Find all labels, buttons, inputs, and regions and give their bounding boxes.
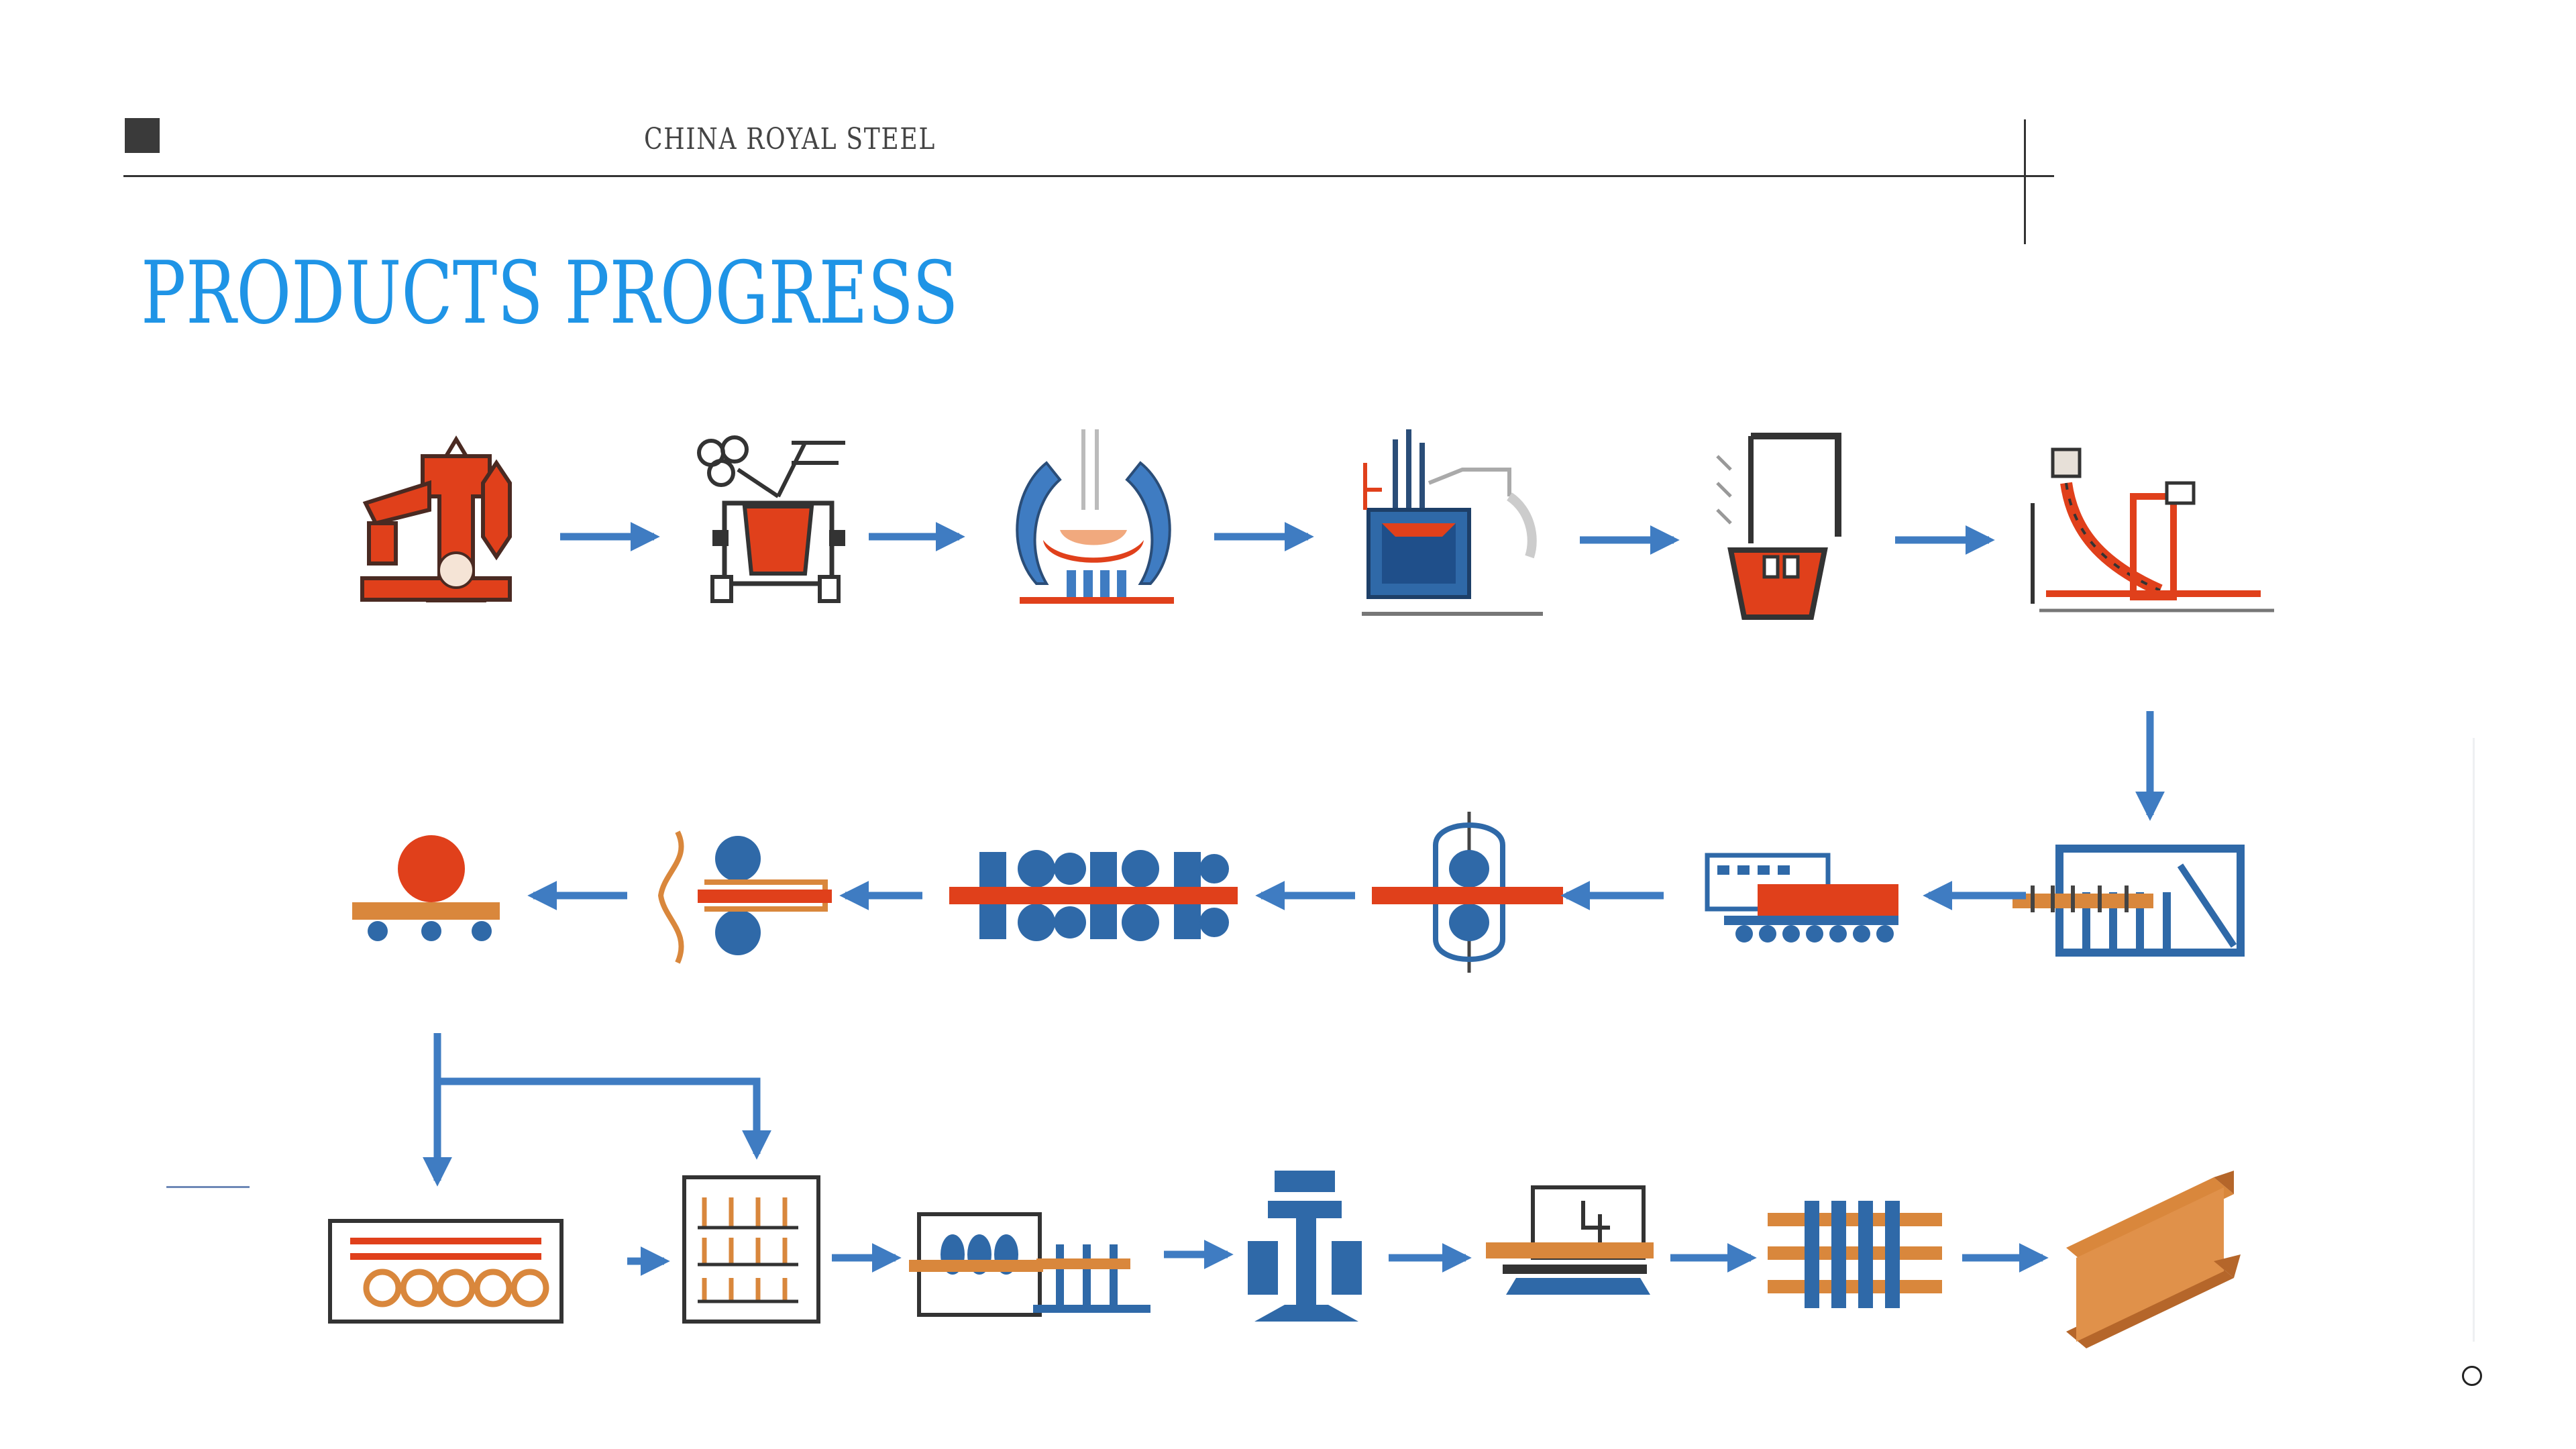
reheating-furnace-icon [2012, 845, 2245, 957]
finishing-mill-icon [949, 850, 1238, 941]
converter-icon [1016, 429, 1174, 604]
stacked-bars-icon [1768, 1201, 1942, 1308]
h-beam-product-icon [2066, 1171, 2241, 1348]
cutting-table-icon [1486, 1185, 1654, 1295]
blast-furnace-icon [360, 435, 512, 602]
row1-arrows [560, 522, 2165, 821]
shear-icon [657, 830, 832, 964]
continuous-caster-icon [2031, 447, 2274, 612]
coil-icon [352, 835, 500, 941]
branch-connector [423, 1033, 771, 1187]
company-name: CHINA ROYAL STEEL [644, 122, 936, 156]
iron-ladle-icon [697, 435, 845, 603]
header-vertical-divider [2024, 119, 2026, 244]
ladle-refining-icon [1716, 433, 1841, 620]
cooling-bed-icon [328, 1219, 564, 1324]
electric-arc-furnace-icon [1362, 429, 1543, 616]
roughing-mill-icon [1372, 812, 1563, 973]
billet-conveyor-icon [1705, 853, 1898, 943]
header-divider [123, 175, 2054, 177]
header-square-mark [125, 118, 160, 153]
straightener-icon [909, 1212, 1150, 1317]
row3-arrows [627, 1240, 2049, 1276]
beam-profile-icon [1248, 1171, 1362, 1322]
slide-nav-circle-button[interactable] [2462, 1366, 2482, 1386]
straightening-stand-icon [682, 1175, 820, 1324]
right-edge-rule [2473, 738, 2475, 1342]
side-accent-line [166, 1186, 250, 1188]
page-title: PRODUCTS PROGRESS [141, 244, 959, 343]
